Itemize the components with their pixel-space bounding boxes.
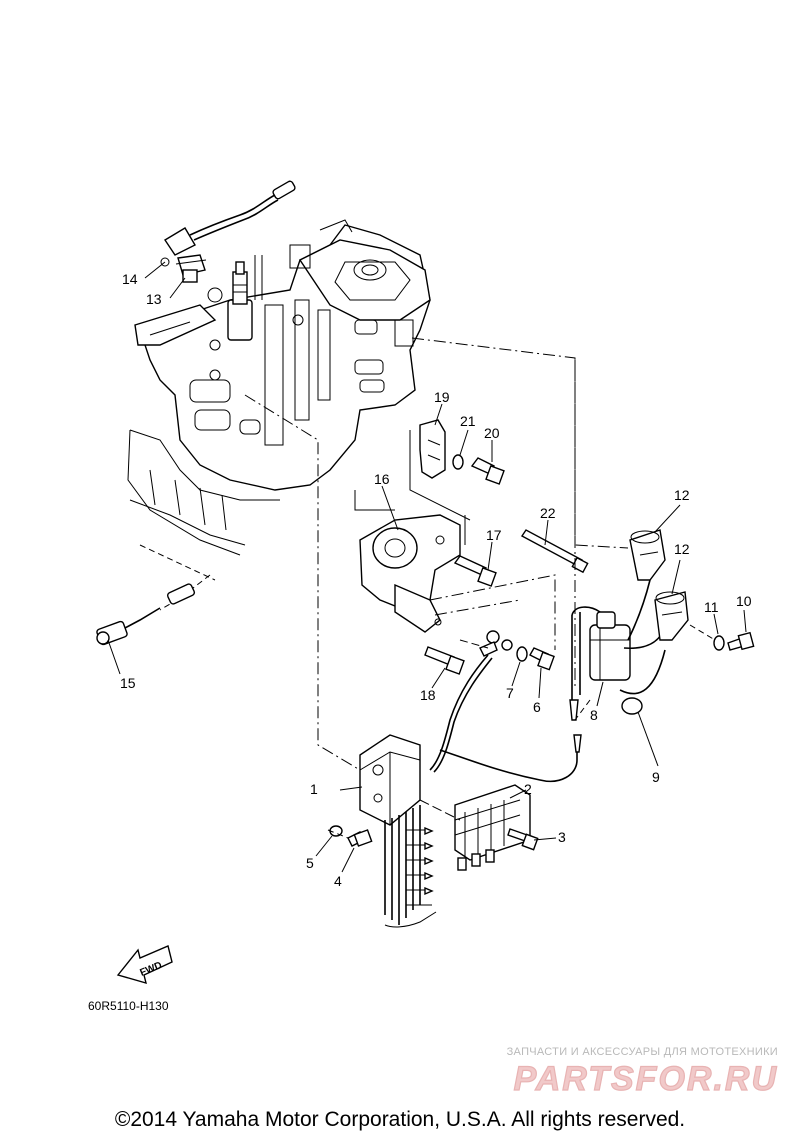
callout-16: 16 <box>374 471 390 487</box>
callout-9: 9 <box>652 769 660 785</box>
bolt-4 <box>347 829 373 847</box>
copyright-notice: ©2014 Yamaha Motor Corporation, U.S.A. A… <box>115 1108 685 1131</box>
watermark: ЗАПЧАСТИ И АКСЕССУАРЫ ДЛЯ МОТОТЕХНИКИ PA… <box>507 1046 778 1099</box>
callout-13: 13 <box>146 291 162 307</box>
bolt-6 <box>529 647 555 671</box>
callout-22: 22 <box>540 505 556 521</box>
ground-lead <box>429 630 513 773</box>
callout-8: 8 <box>590 707 598 723</box>
callout-2: 2 <box>524 781 532 797</box>
diagram-code: 60R5110-H130 <box>88 999 169 1013</box>
thermo-sensor-13 <box>175 254 207 283</box>
cable-tie-22 <box>520 529 589 574</box>
callout-15: 15 <box>120 675 136 691</box>
callout-19: 19 <box>434 389 450 405</box>
mount-bracket-16 <box>354 490 466 633</box>
watermark-brand: PARTSFOR.RU <box>514 1060 778 1098</box>
terminal-block-2 <box>454 784 531 871</box>
bolt-10 <box>727 631 755 651</box>
callout-numbers: 1 2 3 4 5 6 7 8 9 10 11 12 12 13 14 15 1… <box>120 271 752 889</box>
plug-cap-12a <box>629 529 666 581</box>
callout-12b: 12 <box>674 541 690 557</box>
callout-11: 11 <box>704 599 719 615</box>
callout-10: 10 <box>736 593 752 609</box>
callout-1: 1 <box>310 781 318 797</box>
ignition-coil-8 <box>439 606 631 782</box>
lower-housing <box>127 429 280 581</box>
sensor-plug-15 <box>96 574 211 646</box>
high-tension-lead-9 <box>619 579 669 715</box>
callout-18: 18 <box>420 687 436 703</box>
callout-14: 14 <box>122 271 138 287</box>
engine-block <box>134 219 431 491</box>
bolt-17 <box>453 555 497 587</box>
cdi-unit-1 <box>359 734 437 928</box>
washer-7 <box>516 646 528 662</box>
washer-21 <box>452 454 464 470</box>
callout-3: 3 <box>558 829 566 845</box>
callout-6: 6 <box>533 699 541 715</box>
bolt-18 <box>424 646 465 675</box>
screw-3 <box>507 828 539 851</box>
bolt-20 <box>470 457 505 485</box>
washer-11 <box>713 635 725 651</box>
callout-4: 4 <box>334 873 342 889</box>
callout-17: 17 <box>486 527 502 543</box>
callout-21: 21 <box>460 413 476 429</box>
reference-lines <box>107 261 747 873</box>
bracket-19 <box>409 419 471 521</box>
plug-cap-12b <box>654 591 689 641</box>
fwd-arrow: FWD <box>116 945 173 985</box>
watermark-tagline: ЗАПЧАСТИ И АКСЕССУАРЫ ДЛЯ МОТОТЕХНИКИ <box>507 1046 778 1058</box>
callout-20: 20 <box>484 425 500 441</box>
sensor-lead-14 <box>160 180 296 267</box>
callout-5: 5 <box>306 855 314 871</box>
callout-7: 7 <box>506 685 514 701</box>
callout-12a: 12 <box>674 487 690 503</box>
